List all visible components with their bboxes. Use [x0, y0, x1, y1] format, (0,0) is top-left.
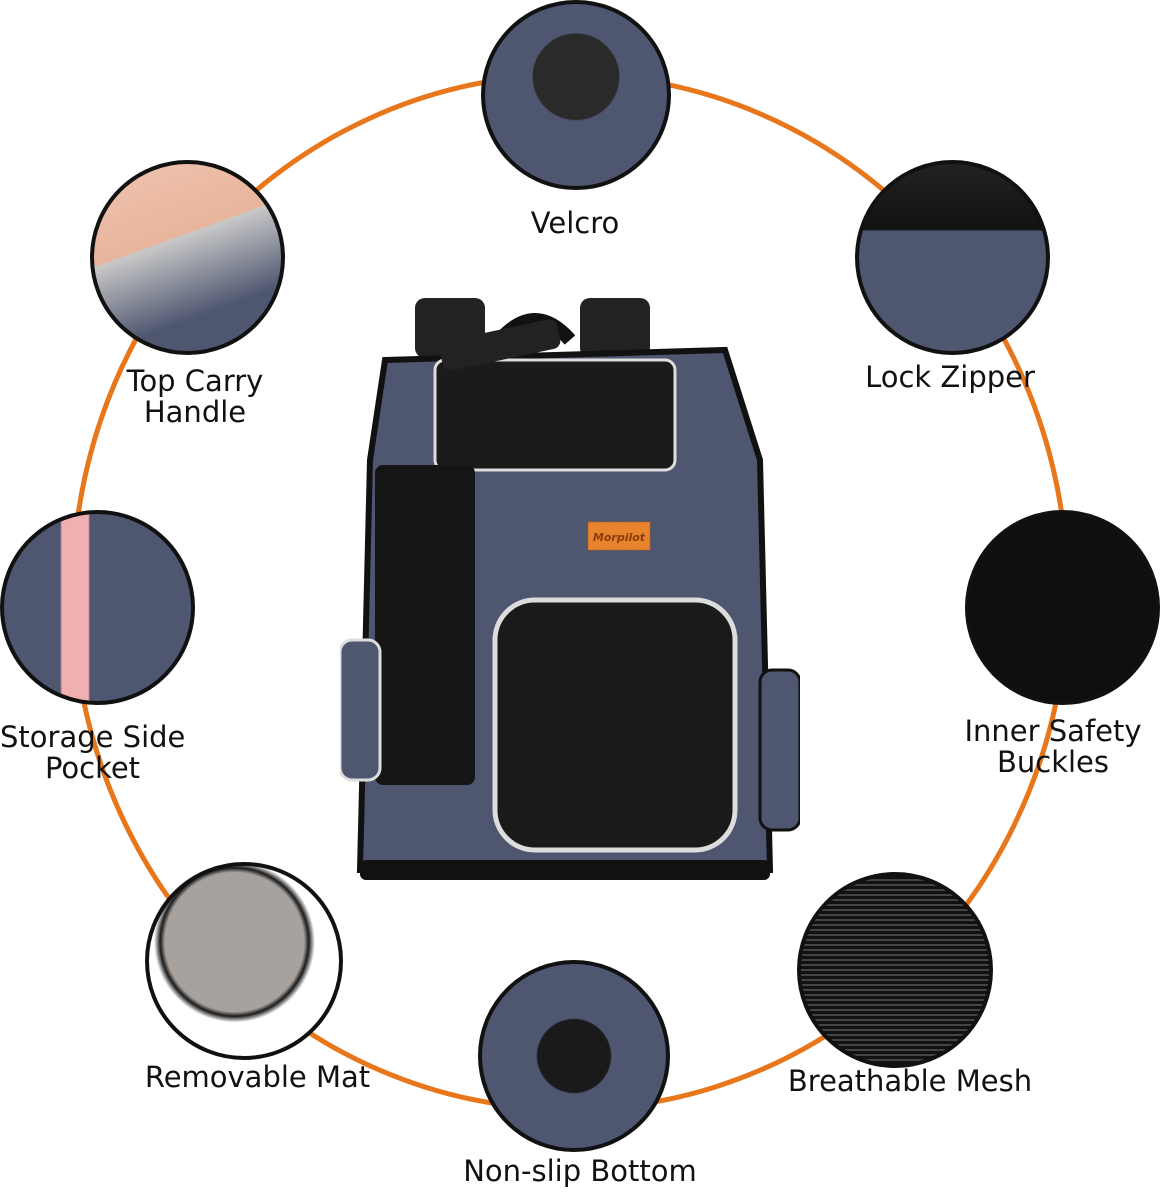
removable-mat-detail-image: [145, 862, 343, 1060]
feature-label: Inner Safety Buckles: [964, 714, 1142, 779]
pet-carrier-backpack-image: Morpilot: [340, 298, 800, 880]
inner-safety-buckles-detail-image: [965, 510, 1160, 705]
top-carry-handle-detail-image: [90, 160, 285, 355]
feature-label: Non-slip Bottom: [463, 1154, 697, 1188]
storage-side-pocket-detail-image: [0, 510, 195, 705]
non-slip-bottom-detail-image: [478, 960, 670, 1152]
svg-text:Morpilot: Morpilot: [593, 531, 646, 544]
feature-label: Velcro: [530, 206, 620, 240]
velcro-detail-image: [481, 0, 671, 190]
feature-label: Breathable Mesh: [787, 1064, 1033, 1098]
feature-label: Top Carry Handle: [126, 364, 264, 429]
feature-label: Storage Side Pocket: [0, 720, 186, 785]
lock-zipper-detail-image: [855, 160, 1050, 355]
breathable-mesh-detail-image: [797, 872, 993, 1068]
feature-label: Lock Zipper: [865, 360, 1035, 394]
feature-label: Removable Mat: [144, 1060, 371, 1094]
